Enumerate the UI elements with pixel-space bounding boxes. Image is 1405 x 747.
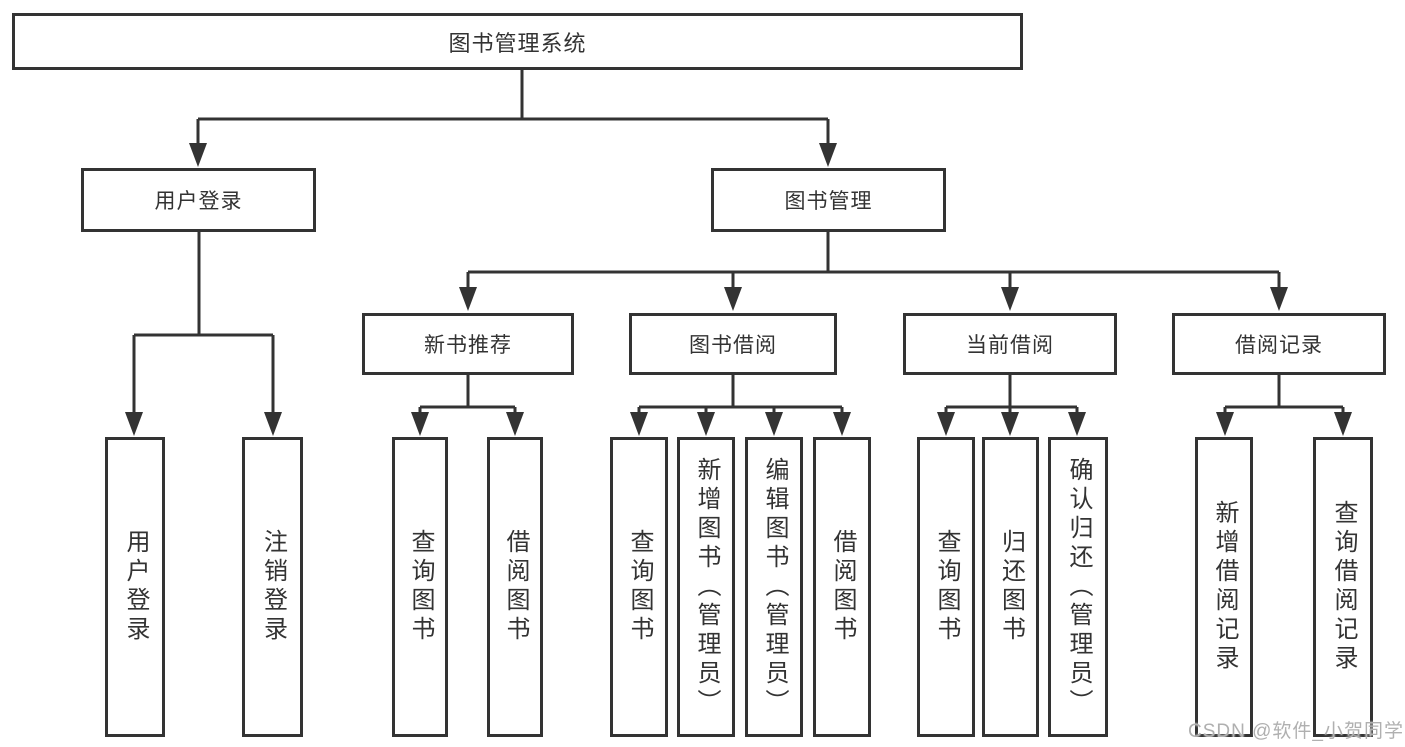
arrowhead — [459, 287, 477, 311]
node-borrow-record: 借阅记录 — [1172, 313, 1386, 375]
arrowhead — [630, 412, 648, 436]
connector-book-borrow-children — [637, 375, 844, 418]
connector-current-borrow-children — [944, 375, 1079, 418]
leaf-borrow-books-2: 借阅图书 — [813, 437, 871, 737]
leaf-query-books-2-label: 查询图书 — [626, 529, 653, 645]
arrowhead — [819, 143, 837, 167]
arrowhead — [125, 412, 143, 436]
leaf-query-books-3: 查询图书 — [917, 437, 975, 737]
arrowhead — [765, 412, 783, 436]
leaf-add-books-admin-label: 新增图书（管理员） — [693, 456, 720, 718]
leaf-return-books: 归还图书 — [982, 437, 1039, 737]
node-user-login-label: 用户登录 — [154, 190, 243, 213]
node-root-system: 图书管理系统 — [12, 13, 1023, 70]
leaf-add-borrow-record: 新增借阅记录 — [1195, 437, 1253, 737]
leaf-query-books-2: 查询图书 — [610, 437, 668, 737]
connector-user-login-children — [132, 232, 275, 418]
leaf-return-books-label: 归还图书 — [997, 529, 1025, 645]
leaf-add-books-admin: 新增图书（管理员） — [677, 437, 735, 737]
arrowhead — [1216, 412, 1234, 436]
leaf-user-login-label: 用户登录 — [122, 529, 149, 645]
leaf-borrow-books-1: 借阅图书 — [487, 437, 543, 737]
node-new-book-recommend: 新书推荐 — [362, 313, 574, 375]
leaf-query-books-1: 查询图书 — [392, 437, 448, 737]
leaf-user-login: 用户登录 — [105, 437, 165, 737]
leaf-edit-books-admin-label: 编辑图书（管理员） — [761, 456, 788, 718]
leaf-logout: 注销登录 — [242, 437, 303, 737]
arrowhead — [724, 287, 742, 311]
node-new-book-recommend-label: 新书推荐 — [424, 334, 512, 357]
arrowhead — [1001, 287, 1019, 311]
leaf-edit-books-admin: 编辑图书（管理员） — [745, 437, 803, 737]
node-current-borrow: 当前借阅 — [903, 313, 1117, 375]
csdn-watermark: CSDN @软件_小贺同学 — [1188, 721, 1404, 742]
node-current-borrow-label: 当前借阅 — [966, 334, 1054, 357]
leaf-borrow-books-2-label: 借阅图书 — [829, 529, 856, 645]
connector-root-to-level2 — [196, 70, 830, 150]
arrowhead — [411, 412, 429, 436]
leaf-query-books-3-label: 查询图书 — [933, 529, 960, 645]
arrowhead — [189, 143, 207, 167]
node-root-label: 图书管理系统 — [448, 30, 587, 56]
arrowhead — [264, 412, 282, 436]
node-book-borrow-label: 图书借阅 — [689, 334, 777, 357]
leaf-logout-label: 注销登录 — [259, 529, 287, 645]
connector-borrow-record-children — [1223, 375, 1345, 418]
arrowhead — [697, 412, 715, 436]
node-book-borrow: 图书借阅 — [629, 313, 837, 375]
connector-new-book-rec-children — [418, 375, 517, 418]
arrowhead — [1334, 412, 1352, 436]
arrowhead — [937, 412, 955, 436]
leaf-query-books-1-label: 查询图书 — [407, 529, 434, 645]
node-book-management-label: 图书管理 — [784, 190, 873, 213]
arrowhead — [1068, 412, 1086, 436]
leaf-add-borrow-record-label: 新增借阅记录 — [1211, 500, 1238, 674]
node-user-login: 用户登录 — [81, 168, 316, 232]
leaf-query-borrow-record: 查询借阅记录 — [1313, 437, 1373, 737]
arrowhead — [506, 412, 524, 436]
node-book-management: 图书管理 — [711, 168, 946, 232]
node-borrow-record-label: 借阅记录 — [1235, 334, 1323, 357]
arrowhead — [833, 412, 851, 436]
leaf-query-borrow-record-label: 查询借阅记录 — [1330, 500, 1357, 674]
leaf-confirm-return-admin-label: 确认归还（管理员） — [1065, 456, 1092, 718]
arrowhead — [1001, 412, 1019, 436]
leaf-confirm-return-admin: 确认归还（管理员） — [1048, 437, 1108, 737]
arrowhead — [1270, 287, 1288, 311]
leaf-borrow-books-1-label: 借阅图书 — [502, 529, 529, 645]
connector-book-mgmt-to-level3 — [466, 232, 1281, 292]
